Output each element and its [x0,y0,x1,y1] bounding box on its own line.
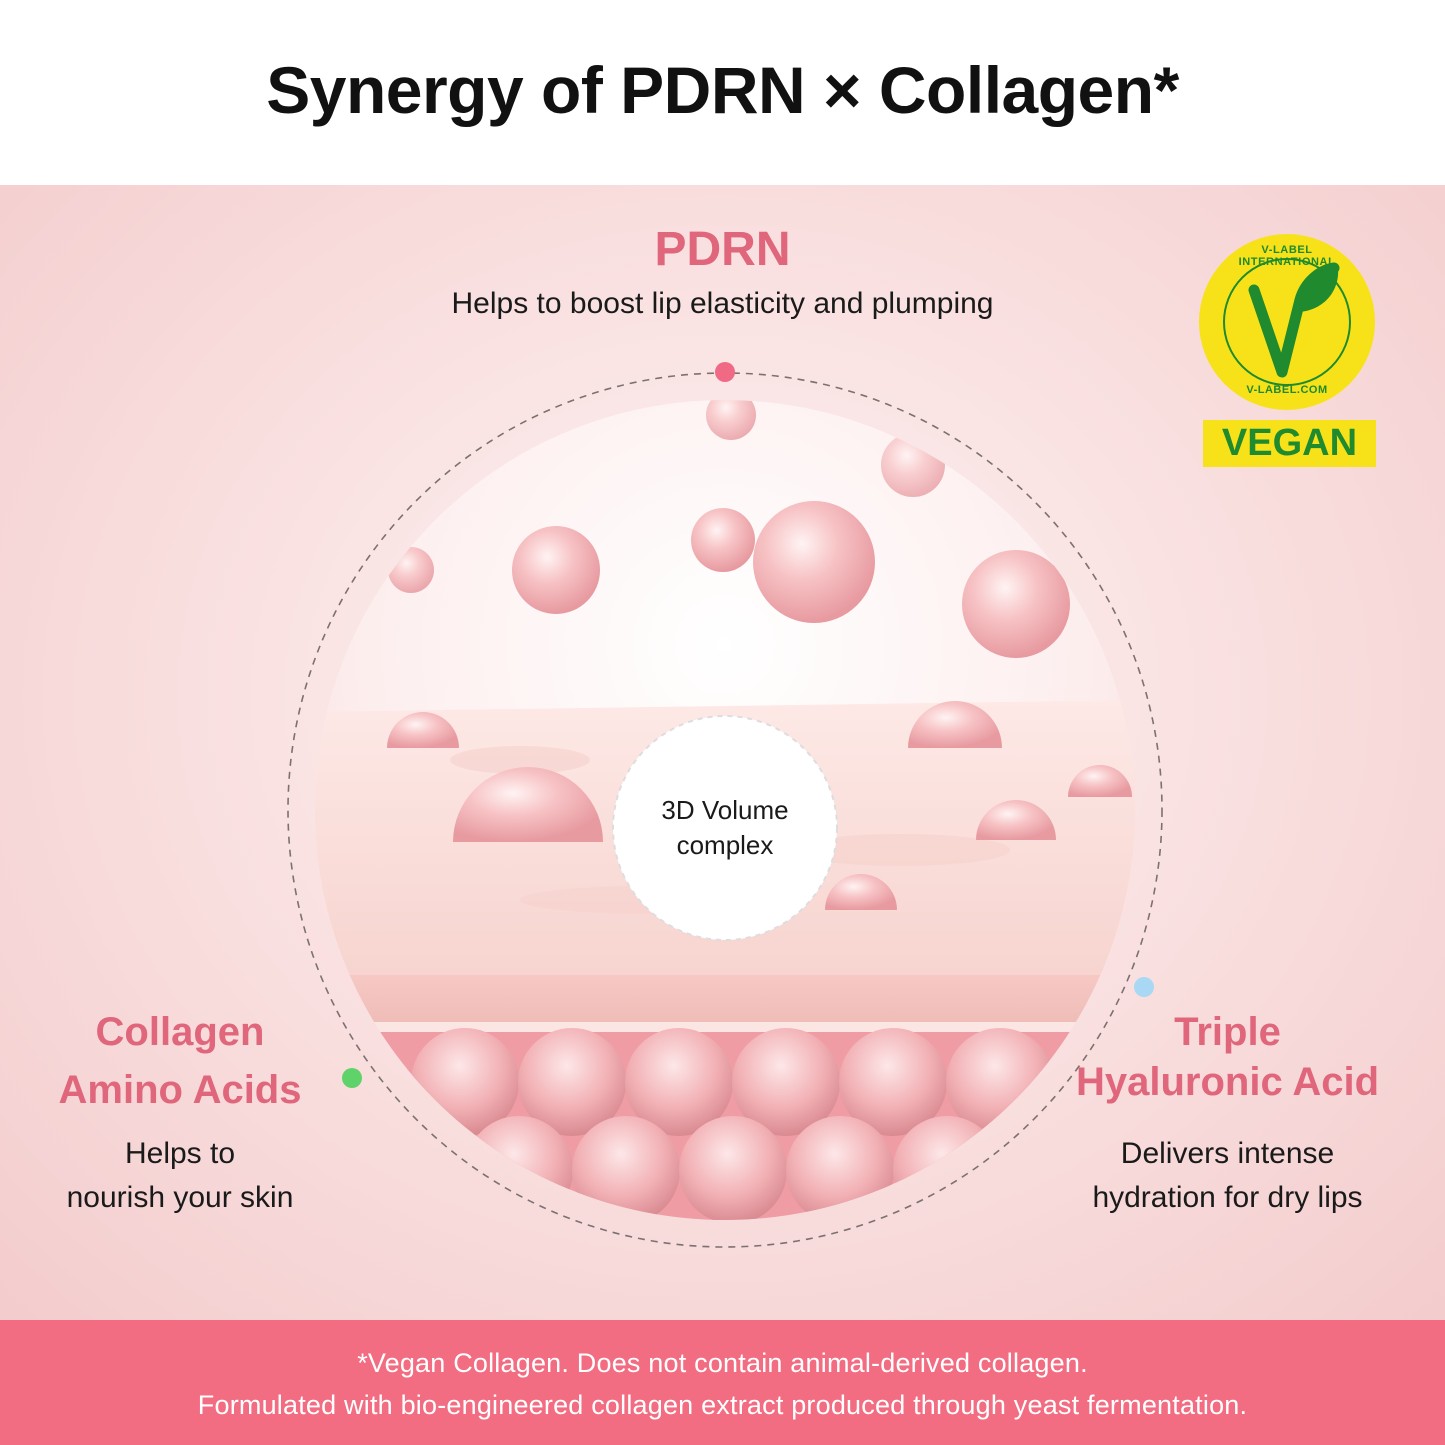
hyaluronic-desc-line1: Delivers intense [1120,1137,1335,1170]
hyaluronic-title-line2: Hyaluronic Acid [1075,1060,1380,1104]
vegan-badge-label: VEGAN [1221,422,1358,464]
cell-layer [315,1028,1135,1220]
footer: *Vegan Collagen. Does not contain animal… [0,1320,1445,1445]
pdrn-desc: Helps to boost lip elasticity and plumpi… [451,287,994,320]
center-label-circle [612,715,838,941]
floating-bubbles [388,400,1070,658]
hyaluronic-desc-line2: hydration for dry lips [1092,1181,1363,1214]
vegan-badge-ring-bottom: V-LABEL.COM [1246,384,1328,396]
leaf-icon [1295,268,1339,312]
collagen-title-line1: Collagen [95,1010,265,1054]
center-label-line2: complex [676,830,774,860]
header: Synergy of PDRN × Collagen* [0,0,1445,185]
pdrn-title: PDRN [654,223,791,276]
hyaluronic-title-line1: Triple [1174,1010,1281,1054]
pdrn-dot [715,362,735,382]
footer-line1: *Vegan Collagen. Does not contain animal… [357,1348,1088,1378]
footer-line2: Formulated with bio-engineered collagen … [197,1390,1248,1420]
page-title: Synergy of PDRN × Collagen* [266,53,1179,127]
vegan-badge-ring-top: V-LABEL INTERNATIONAL [1238,244,1336,268]
vegan-badge [1199,234,1376,467]
illustration-circle [315,400,1135,1220]
center-label-line1: 3D Volume [661,795,789,825]
collagen-desc-line2: nourish your skin [66,1181,294,1214]
collagen-title-line2: Amino Acids [58,1068,302,1112]
collagen-desc-line1: Helps to [124,1137,236,1170]
collagen-dot [342,1068,362,1088]
hyaluronic-dot [1134,977,1154,997]
